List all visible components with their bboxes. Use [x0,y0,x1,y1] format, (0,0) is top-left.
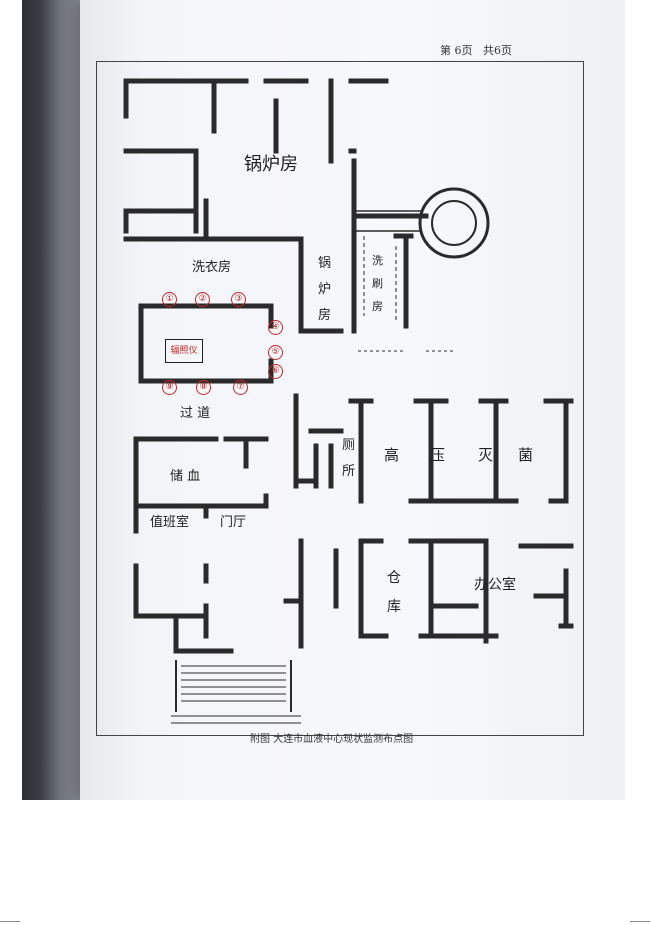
room-label-wash-1: 洗 [372,254,383,267]
crop-mark-right [630,921,650,922]
wall [308,428,344,489]
room-label-corridor: 过 道 [180,406,211,421]
room-label-boiler-side-2: 炉 [318,282,332,297]
room-label-boiler-main: 锅炉房 [244,154,298,175]
page-number-header: 第 6页 共6页 [440,44,512,57]
chimney-outer [418,187,490,259]
wall [408,538,499,644]
stair-line [181,665,286,695]
wall [211,78,389,234]
room-label-lobby: 门厅 [220,515,247,530]
wall [333,538,389,639]
room-label-sterilization-4: 菌 [518,446,534,464]
room-label-wash-3: 房 [372,300,383,313]
irradiator-box: 辐照仪 [165,339,203,363]
room-label-office: 办公室 [474,577,516,593]
chimney-connector [354,210,421,232]
crop-mark-left [0,921,20,922]
monitoring-point-6: ⑥ [268,364,283,379]
wall [293,393,314,489]
room-label-warehouse-2: 库 [387,599,401,615]
floor-plan-frame [96,61,584,736]
room-label-sterilization-1: 高 [384,446,400,464]
room-label-boiler-side-1: 锅 [318,256,332,271]
room-label-toilet-2: 所 [342,464,356,479]
monitoring-point-9: ⑨ [162,380,177,395]
wall [138,303,274,384]
wall [123,236,304,254]
monitoring-point-2: ② [195,292,210,307]
room-label-blood-storage: 储 血 [170,469,201,484]
room-label-sterilization-3: 灭 [478,446,494,464]
room-label-laundry: 洗衣房 [192,260,232,275]
room-label-sterilization-2: 压 [430,446,446,464]
monitoring-point-3: ③ [231,292,246,307]
room-label-warehouse-1: 仓 [387,570,401,586]
figure-caption: 附图 大连市血液中心现状监测布点图 [250,734,414,745]
wall [393,233,414,329]
wall [123,208,199,234]
wall [283,538,304,649]
wall [123,78,334,234]
wall [173,613,234,654]
wall [175,660,292,712]
wall [518,543,574,629]
room-label-boiler-side-3: 房 [318,308,332,323]
partition-line [363,236,397,321]
wall [298,236,344,334]
room-label-duty-room: 值班室 [150,515,190,530]
wall [133,563,209,639]
wall [133,503,209,534]
floor-plan-drawing [123,78,574,724]
monitoring-point-4: ④ [268,320,283,335]
monitoring-point-1: ① [162,292,177,307]
room-label-wash-2: 刷 [372,277,383,290]
monitoring-point-8: ⑧ [196,380,211,395]
stair-line [171,700,301,724]
room-label-toilet-1: 厕 [342,438,356,453]
chimney-inner [431,200,477,246]
wall [428,398,569,504]
monitoring-point-5: ⑤ [268,345,283,360]
monitoring-point-7: ⑦ [233,380,248,395]
